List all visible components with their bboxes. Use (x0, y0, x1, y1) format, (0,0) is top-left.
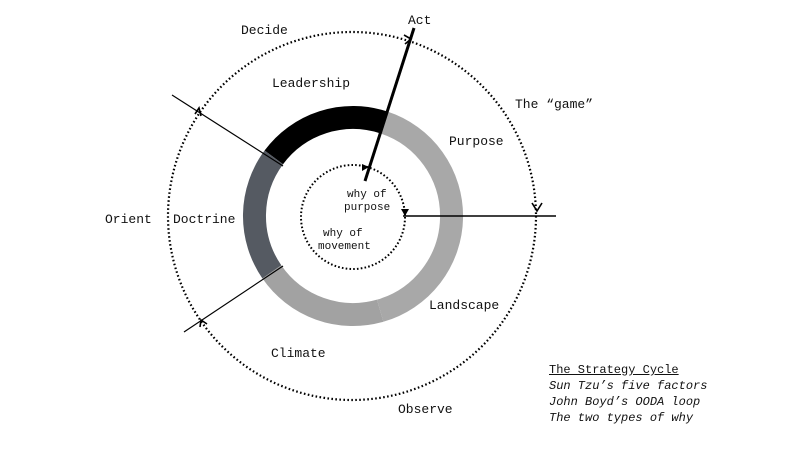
arrow-icon (403, 34, 413, 45)
label-purpose: Purpose (449, 134, 504, 149)
label-why-of-movement-1: why of (323, 228, 363, 240)
legend-item: Sun Tzu’s five factors (549, 379, 708, 393)
label-why-of-purpose-2: purpose (344, 202, 390, 214)
legend-item: The two types of why (549, 411, 694, 425)
arrow-icon (401, 209, 409, 216)
label-act: Act (408, 13, 431, 28)
label-orient: Orient (105, 212, 152, 227)
orient-divider-line (183, 265, 284, 333)
label-climate: Climate (271, 346, 326, 361)
arrow-icon (199, 318, 208, 328)
label-doctrine: Doctrine (173, 212, 235, 227)
climate-segment (262, 264, 384, 326)
leadership-segment (264, 106, 387, 165)
act-line (363, 27, 416, 182)
arrow-icon (531, 202, 543, 213)
legend-item: John Boyd’s OODA loop (549, 395, 701, 409)
arrow-icon (194, 106, 202, 117)
legend: The Strategy Cycle Sun Tzu’s five factor… (549, 362, 707, 426)
why-loop-circle (300, 164, 406, 270)
purpose-landscape-segment (376, 111, 464, 322)
label-observe: Observe (398, 402, 453, 417)
label-why-of-movement-2: movement (318, 241, 371, 253)
label-why-of-purpose-1: why of (347, 189, 387, 201)
label-game: The “game” (515, 97, 593, 112)
arrow-icon (362, 164, 369, 171)
five-factors-ring (243, 106, 464, 326)
doctrine-segment (243, 150, 284, 279)
label-landscape: Landscape (429, 298, 499, 313)
legend-title: The Strategy Cycle (549, 363, 679, 377)
decide-divider-line (171, 94, 284, 167)
label-decide: Decide (241, 23, 288, 38)
label-leadership: Leadership (272, 76, 350, 91)
